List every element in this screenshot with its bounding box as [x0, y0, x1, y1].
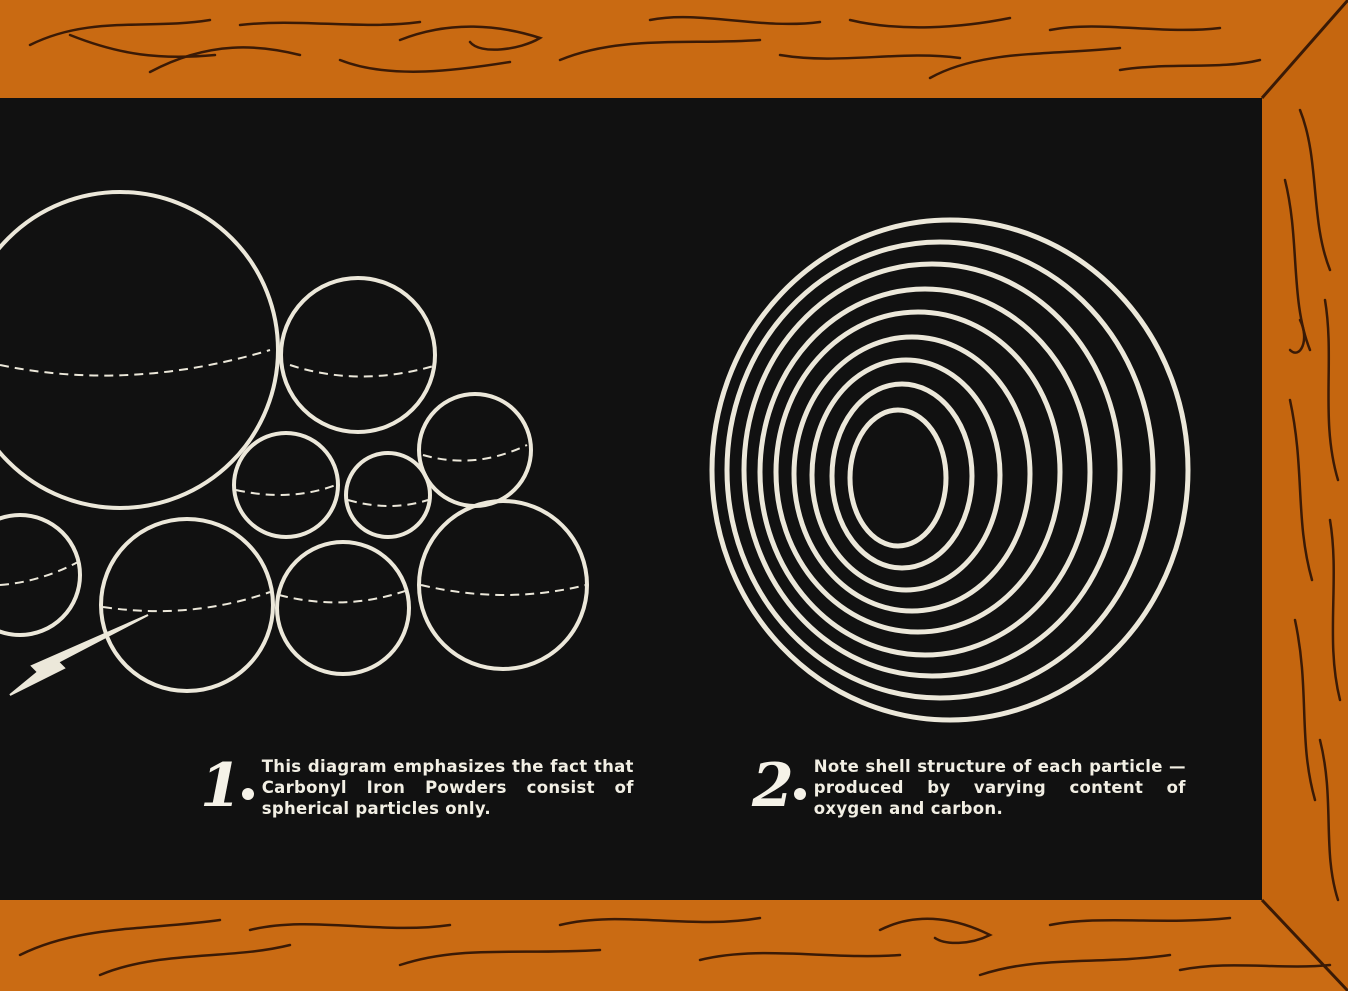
numeral-dot-icon [242, 788, 254, 800]
numeral-dot-icon [794, 788, 806, 800]
caption-number: 1 [200, 756, 240, 816]
frame-bottom [0, 900, 1348, 991]
caption-text: This diagram emphasizes the fact that Ca… [262, 756, 634, 819]
caption-2: 2 Note shell structure of each particle … [752, 756, 1186, 819]
frame-top [0, 0, 1348, 98]
caption-number: 2 [752, 756, 792, 816]
caption-text: Note shell structure of each particle —p… [814, 756, 1186, 819]
caption-1: 1 This diagram emphasizes the fact that … [200, 756, 634, 819]
frame-right [1262, 0, 1348, 991]
